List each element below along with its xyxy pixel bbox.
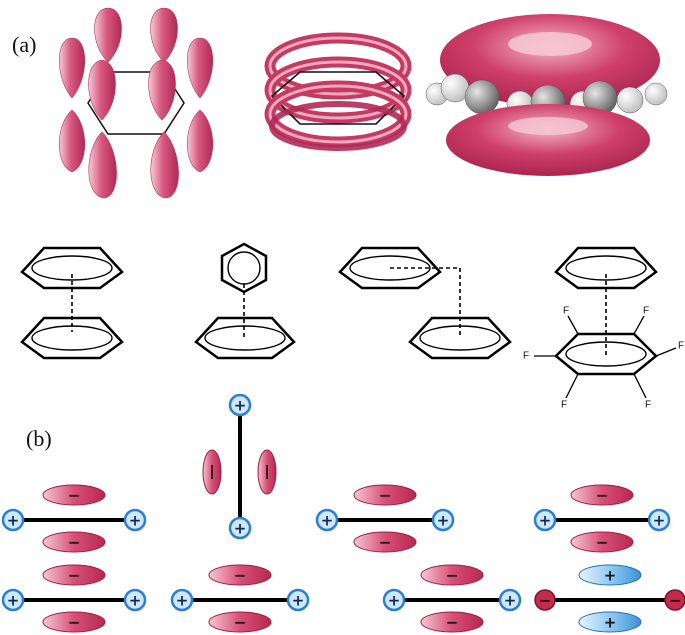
sandwich-dimer-icon [20,246,124,360]
positive-node-icon: + [123,508,147,532]
svg-text:+: + [176,592,189,610]
svg-text:+: + [7,512,20,530]
negative-node-icon: − [664,589,685,611]
positive-node-icon: + [286,588,310,612]
svg-text:−: − [539,592,552,610]
negative-lobe-icon: − [570,484,634,506]
positive-node-icon: + [123,588,147,612]
space-filling-benzene-icon [425,14,668,176]
positive-node-icon: + [431,508,455,532]
fluorine-label: F [678,341,684,352]
negative-lobe-icon: − [353,484,417,506]
svg-text:+: + [604,614,617,632]
svg-text:−: − [379,487,392,505]
svg-text:+: + [437,512,450,530]
svg-text:+: + [321,512,334,530]
negative-node-icon: − [534,589,556,611]
svg-text:+: + [388,592,401,610]
positive-node-icon: + [533,508,557,532]
positive-node-icon: + [228,516,252,540]
svg-text:+: + [234,520,247,538]
fluorine-label: F [643,306,649,317]
svg-text:+: + [604,567,617,585]
svg-text:+: + [7,592,20,610]
negative-lobe-icon: − [42,484,106,506]
svg-text:−: − [669,592,682,610]
svg-text:−: − [234,567,247,585]
positive-node-icon: + [170,588,194,612]
positive-node-icon: + [228,393,252,417]
svg-text:−: − [68,567,81,585]
negative-lobe-icon: − [42,611,106,633]
svg-text:−: − [68,487,81,505]
svg-text:−: − [596,534,609,552]
svg-text:−: − [234,614,247,632]
positive-node-icon: + [647,508,671,532]
svg-text:+: + [129,512,142,530]
negative-lobe-icon: − [208,611,272,633]
svg-text:+: + [234,397,247,415]
svg-text:+: + [539,512,552,530]
parallel-displaced-dimer-icon [338,246,512,360]
quadrupole-diagrams: − − + + − − + + − − + + + + − − + + − − + + − − + + + + − − [1,393,685,633]
svg-text:−: − [446,567,459,585]
negative-lobe-icon [257,449,277,495]
positive-node-icon: + [382,588,406,612]
negative-lobe-icon: − [420,564,484,586]
svg-text:−: − [68,534,81,552]
negative-lobe-icon [202,449,222,495]
positive-node-icon: + [498,588,522,612]
svg-text:+: + [129,592,142,610]
fluorine-label: F [645,400,651,411]
negative-lobe-icon: − [42,531,106,553]
panel-a-label: (a) [12,32,37,57]
fluorine-label: F [563,306,569,317]
svg-text:+: + [504,592,517,610]
svg-text:+: + [653,512,666,530]
positive-node-icon: + [1,588,25,612]
positive-lobe-icon: + [578,611,642,633]
fluorine-label: F [523,351,529,362]
negative-lobe-icon: − [420,611,484,633]
negative-lobe-icon: − [208,564,272,586]
t-shaped-dimer-icon [194,242,296,360]
negative-lobe-icon: − [353,531,417,553]
p-orbital-benzene-icon [58,7,214,199]
torus-benzene-icon [264,32,412,151]
positive-lobe-icon: + [578,564,642,586]
svg-text:−: − [446,614,459,632]
negative-lobe-icon: − [42,564,106,586]
positive-node-icon: + [315,508,339,532]
svg-text:−: − [596,487,609,505]
positive-node-icon: + [1,508,25,532]
panel-b-label: (b) [26,426,52,451]
svg-text:−: − [379,534,392,552]
negative-lobe-icon: − [570,531,634,553]
benzene-hexafluorobenzene-dimer-icon: F F F F F F [523,246,684,411]
svg-text:−: − [68,614,81,632]
svg-text:+: + [292,592,305,610]
fluorine-label: F [561,400,567,411]
